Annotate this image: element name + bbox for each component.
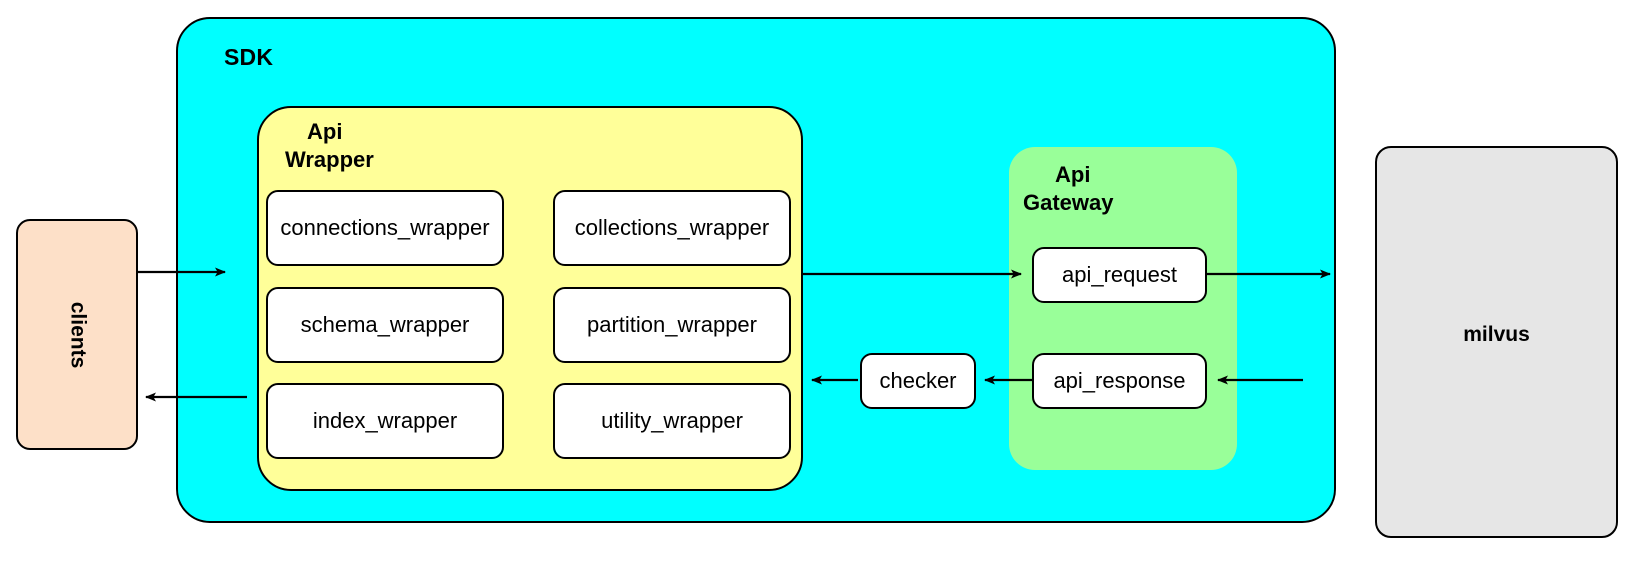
cell-index-wrapper[interactable]: index_wrapper	[266, 383, 504, 459]
api-gateway-label: Api Gateway	[1023, 161, 1173, 216]
clients-box[interactable]: clients	[16, 219, 138, 450]
cell-utility-wrapper[interactable]: utility_wrapper	[553, 383, 791, 459]
api-gateway-group[interactable]: Api Gateway	[1009, 147, 1237, 470]
cell-api-request[interactable]: api_request	[1032, 247, 1207, 303]
cell-connections-wrapper[interactable]: connections_wrapper	[266, 190, 504, 266]
api-gateway-label-line1: Api	[1055, 162, 1091, 187]
api-wrapper-label: Api Wrapper	[285, 118, 425, 173]
api-wrapper-label-line1: Api	[307, 119, 343, 144]
milvus-box[interactable]: milvus	[1375, 146, 1618, 538]
api-wrapper-label-line2: Wrapper	[285, 146, 374, 172]
cell-schema-wrapper[interactable]: schema_wrapper	[266, 287, 504, 363]
cell-checker[interactable]: checker	[860, 353, 976, 409]
api-gateway-label-line2: Gateway	[1023, 189, 1114, 215]
clients-label: clients	[66, 301, 89, 368]
cell-partition-wrapper[interactable]: partition_wrapper	[553, 287, 791, 363]
cell-collections-wrapper[interactable]: collections_wrapper	[553, 190, 791, 266]
sdk-label: SDK	[224, 44, 274, 70]
cell-api-response[interactable]: api_response	[1032, 353, 1207, 409]
